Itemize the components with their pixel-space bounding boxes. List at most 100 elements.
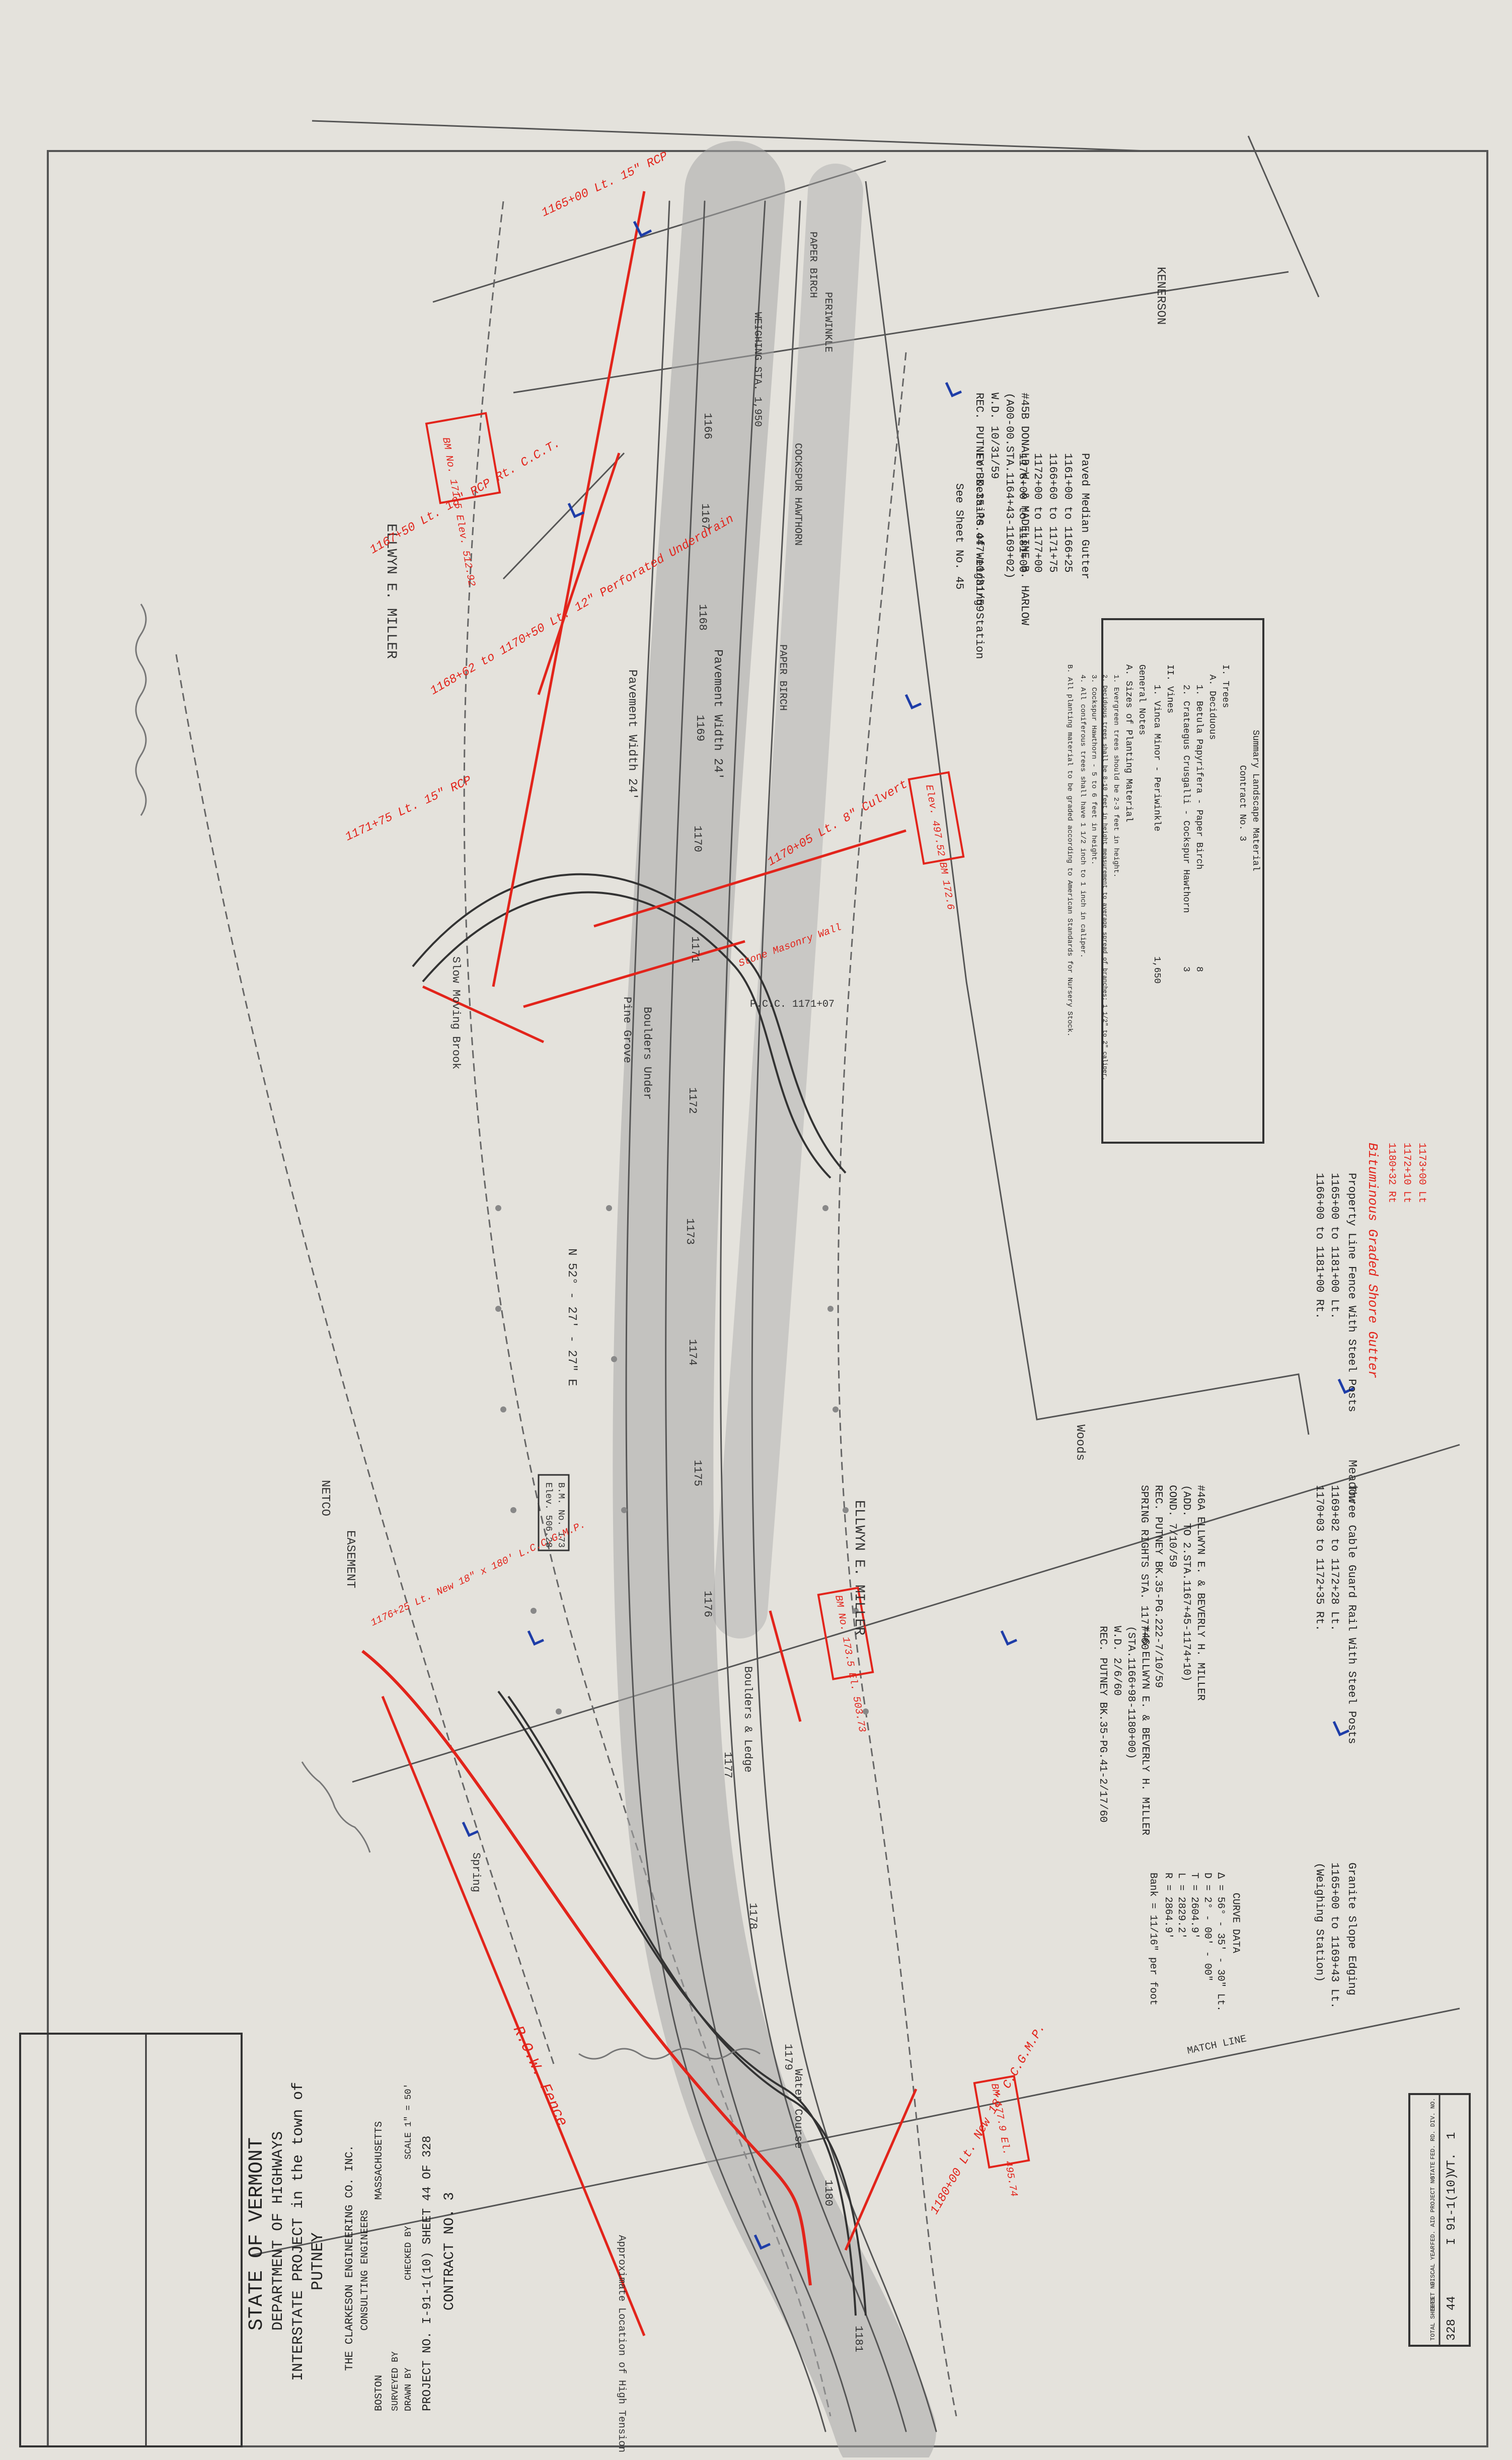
index-header-0: FED. RD. DIV. NO. xyxy=(1429,2098,1437,2159)
landscape-qty-2: 8 xyxy=(1194,966,1204,972)
spring-label: Spring xyxy=(470,1852,482,1892)
landscape-note-5: B. All planting material to be graded ac… xyxy=(1066,664,1074,1036)
station-label: 1168 xyxy=(696,604,709,631)
station-label: 1179 xyxy=(782,2044,794,2070)
curve-line-4: R = 2864.9' xyxy=(1162,1873,1174,1939)
landscape-note-2: 2. Deciduous trees shall be 8-10 feet in… xyxy=(1101,675,1108,1081)
red-note: R.O.W. Fence xyxy=(509,2024,570,2129)
easement-label: EASEMENT xyxy=(343,1530,357,1588)
index-header-3: FISCAL YEAR xyxy=(1429,2246,1437,2285)
station-label: 1181 xyxy=(852,2326,865,2352)
landscape-item-1: A. Deciduous xyxy=(1207,675,1217,740)
rail-title: Three Cable Guard Rail With Steel Posts xyxy=(1345,1485,1358,1744)
rail-line-1: 1170+03 to 1172+35 Rt. xyxy=(1313,1485,1326,1631)
landscape-item-4: II. Vines xyxy=(1165,664,1175,713)
note-deed-miller-a: #46A ELLWYN E. & BEVERLY H. MILLER (ADD.… xyxy=(1138,1485,1206,1701)
title-project: INTERSTATE PROJECT in the town of xyxy=(290,2082,307,2381)
station-label: 1180 xyxy=(822,2180,835,2206)
deed1-line-1: (A00-00.STA.1164+43-1169+02) xyxy=(1003,393,1016,579)
deed3-line-2: W.D. 2/6/60 xyxy=(1111,1626,1122,1696)
red-note-boxes xyxy=(425,412,1030,2169)
boulders-label-1: Boulders Under xyxy=(641,1007,653,1100)
fence-line-1: 1166+00 to 1181+00 Rt. xyxy=(1313,1173,1326,1319)
title-block-frame xyxy=(19,2033,243,2447)
station-label: 1175 xyxy=(691,1460,704,1486)
rail-line-0: 1169+82 to 1172+28 Lt. xyxy=(1328,1485,1341,1631)
landscape-item-3: 2. Crataegus Crusgalli - Cockspur Hawtho… xyxy=(1181,685,1191,913)
title-state-abbr: MASSACHUSETTS xyxy=(373,2121,385,2200)
title-checked: CHECKED BY xyxy=(404,2226,414,2280)
granite-line-1: (Weighing Station) xyxy=(1313,1862,1326,1982)
bit-line-0: Bituminous Graded Shore Gutter xyxy=(1365,1143,1380,1378)
station-label: 1171 xyxy=(689,936,701,963)
title-scale: SCALE 1" = 50' xyxy=(404,2083,414,2159)
bit-line-2: 1172+10 Lt xyxy=(1401,1143,1412,1203)
landscape-subtitle: Contract No. 3 xyxy=(1237,765,1247,841)
tree-label-4: PAPER BIRCH xyxy=(777,644,788,711)
curve-line-5: Bank = 11/16" per foot xyxy=(1147,1873,1159,2005)
deed2-line-0: #46A ELLWYN E. & BEVERLY H. MILLER xyxy=(1194,1485,1206,1701)
station-label: 1176 xyxy=(701,1591,714,1617)
survey-points xyxy=(495,1205,869,1714)
note-curve: CURVE DATA Δ = 56° - 35' - 30" Lt. D = 2… xyxy=(1147,1873,1241,2011)
woods-label: Woods xyxy=(1073,1425,1087,1461)
red-note: 1165+00 Lt. 15" RCP xyxy=(540,150,670,220)
station-label: 1166 xyxy=(701,413,714,439)
title-block: STATE OF VERMONT DEPARTMENT OF HIGHWAYS … xyxy=(246,2082,458,2411)
red-note: 1180+00 Lt. New 18" C.C.G.M.P. xyxy=(928,2022,1048,2217)
landscape-item-0: I. Trees xyxy=(1220,664,1230,708)
station-label: 1177 xyxy=(721,1752,734,1778)
index-value-1: VT. xyxy=(1445,2153,1459,2175)
deed3-line-0: #46 ELLWYN E. & BEVERLY H. MILLER xyxy=(1139,1626,1151,1835)
landscape-item-6: General Notes xyxy=(1137,664,1147,735)
water-course-label: Water Course xyxy=(792,2069,804,2148)
map-labels: ELLWYN E. MILLER ELLWYN E. MILLER KENERS… xyxy=(318,232,1358,2460)
bm-elev-label: Elev. 506.28 xyxy=(543,1482,553,1548)
sheet-index: FED. RD. DIV. NO. STATE FED. AID PROJECT… xyxy=(1429,2098,1459,2341)
tree-label-2: PERIWINKLE xyxy=(822,292,834,352)
sheet-border xyxy=(47,150,1488,2447)
pavement-label-2: Pavement Width 24' xyxy=(711,649,724,780)
station-label: 1178 xyxy=(746,1903,759,1929)
curve-line-1: D = 2° - 00' - 00" xyxy=(1201,1873,1213,1981)
note-granite: Granite Slope Edging 1165+00 to 1169+43 … xyxy=(1313,1862,1358,2008)
owner-label-3: KENERSON xyxy=(1154,267,1167,325)
owner-label-2: ELLWYN E. MILLER xyxy=(851,1500,867,1635)
note-median-gutter: Paved Median Gutter 1161+00 to 1166+25 1… xyxy=(1016,453,1091,579)
station-label: 1172 xyxy=(686,1087,699,1114)
curve-line-3: L = 2829.2' xyxy=(1175,1873,1187,1939)
red-note: 1171+75 Lt. 15" RCP xyxy=(343,774,474,844)
weighing-label: WEIGHING STA. 1,950 xyxy=(751,312,763,427)
landscape-notes: Summary Landscape Material Contract No. … xyxy=(1066,664,1260,1081)
title-state: STATE OF VERMONT xyxy=(246,2137,268,2331)
index-header-4: SHEET NO. xyxy=(1429,2278,1437,2310)
note-weighing: For Details of Weighing Station See Shee… xyxy=(953,453,986,659)
loop-ramps xyxy=(412,873,867,2316)
weighing-line-1: See Sheet No. 45 xyxy=(953,483,965,589)
landscape-note-1: 1. Evergreen trees should be 2-3 feet in… xyxy=(1112,675,1120,877)
landscape-title: Summary Landscape Material xyxy=(1250,730,1260,871)
highway-corridor xyxy=(613,141,937,2460)
title-department: DEPARTMENT OF HIGHWAYS xyxy=(270,2131,287,2331)
bearing-label: N 52° - 27' - 27" E xyxy=(565,1248,578,1386)
deed1-line-2: W.D. 10/31/59 xyxy=(988,393,1001,479)
landscape-box xyxy=(1101,618,1264,1144)
title-contract: CONTRACT NO. 3 xyxy=(442,2192,458,2310)
granite-title: Granite Slope Edging xyxy=(1345,1862,1358,1995)
note-bituminous: Bituminous Graded Shore Gutter 1180+32 R… xyxy=(1365,1143,1427,1378)
landscape-note-3: 3. Cockspur Hawthorn - 5 to 6 feet in he… xyxy=(1090,675,1098,865)
owner-label-1: ELLWYN E. MILLER xyxy=(383,524,399,659)
station-label: 1167 xyxy=(699,503,711,530)
title-engineer-sub: CONSULTING ENGINEERS xyxy=(359,2210,371,2331)
station-label: 1170 xyxy=(691,826,704,852)
index-header-1: STATE xyxy=(1429,2161,1437,2180)
median-line-1: 1166+60 to 1171+75 xyxy=(1046,453,1059,573)
deed2-line-3: REC. PUTNEY BK.35-PG.222-7/10/59 xyxy=(1152,1485,1164,1688)
bit-line-3: 1173+00 Lt xyxy=(1416,1143,1427,1203)
red-markup-lines xyxy=(361,191,918,2336)
note-deed-miller-b: #46 ELLWYN E. & BEVERLY H. MILLER (STA.1… xyxy=(1097,1626,1151,1835)
index-value-4: 44 xyxy=(1445,2296,1459,2310)
pine-grove-label: Pine Grove xyxy=(621,997,633,1063)
